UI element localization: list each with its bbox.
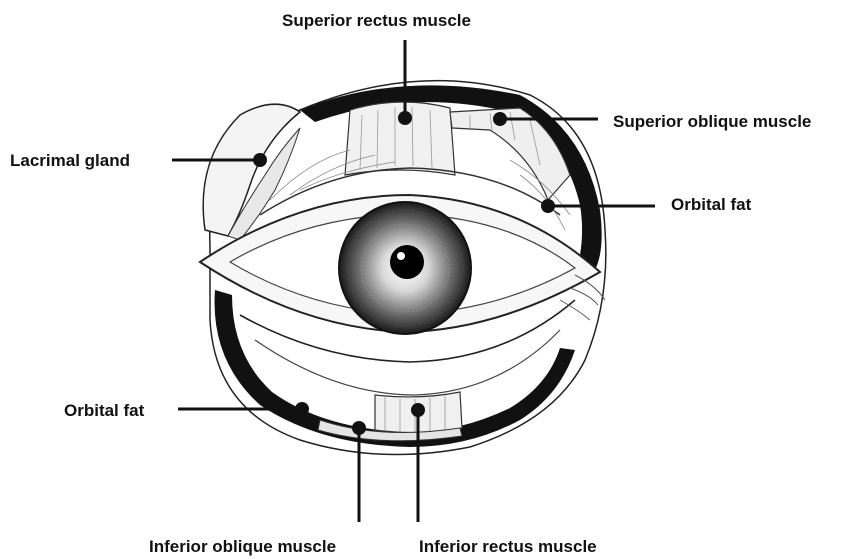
inferior-oblique-label: Inferior oblique muscle	[149, 537, 336, 557]
superior-rectus-label: Superior rectus muscle	[282, 11, 471, 31]
inferior-rectus-label: Inferior rectus muscle	[419, 537, 597, 557]
orbital-fat-right-label: Orbital fat	[671, 195, 751, 215]
pupil	[390, 245, 424, 279]
lacrimal-gland-label: Lacrimal gland	[10, 151, 130, 171]
superior-rectus-shape	[345, 102, 455, 175]
orbital-fat-left-label: Orbital fat	[64, 401, 144, 421]
superior-oblique-label: Superior oblique muscle	[613, 112, 811, 132]
